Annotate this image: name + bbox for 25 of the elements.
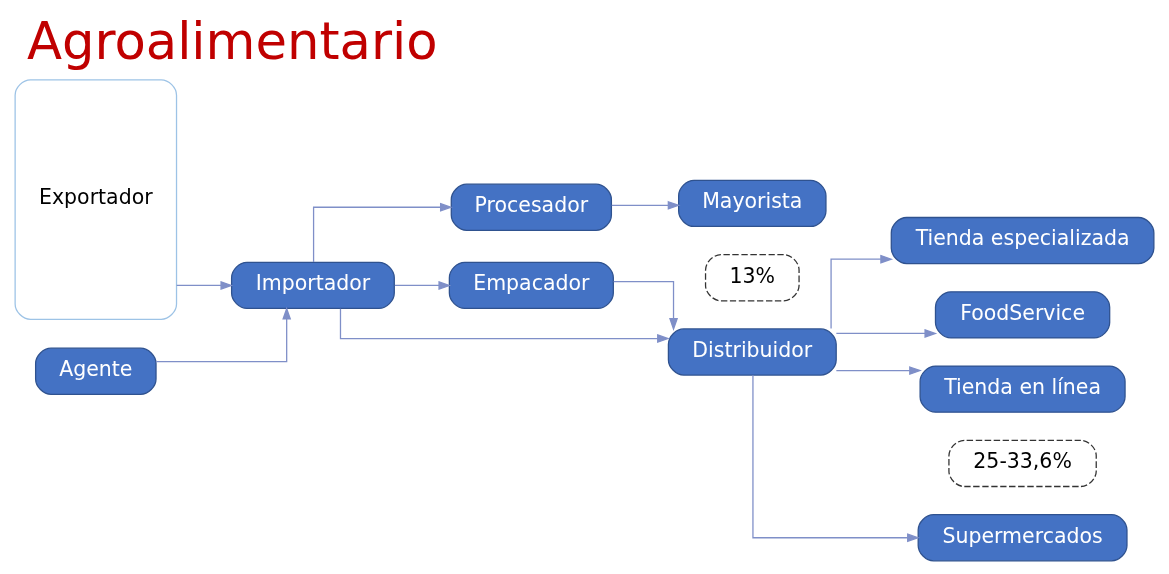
node-box: Empacador xyxy=(448,261,614,310)
arrow xyxy=(176,280,234,290)
node-box: 13% xyxy=(704,254,800,302)
node-box: Supermercados xyxy=(917,514,1128,562)
arrow xyxy=(155,306,292,363)
arrow xyxy=(394,280,452,290)
node-box: 25-33,6% xyxy=(948,439,1097,488)
arrow xyxy=(752,374,920,543)
diagram-title: Agroalimentario xyxy=(26,11,438,72)
node-box: Importador xyxy=(230,261,395,310)
arrow xyxy=(835,328,938,338)
node-box: Procesador xyxy=(450,183,613,231)
node-box: Tienda especializada xyxy=(890,216,1155,265)
node-box: Agente xyxy=(35,347,157,395)
node-box: Tienda en línea xyxy=(919,365,1126,413)
node-box: Exportador xyxy=(14,79,178,320)
arrow xyxy=(613,280,678,331)
node-box: Distribuidor xyxy=(667,328,837,376)
arrow xyxy=(339,308,670,344)
arrow xyxy=(835,366,922,376)
node-box: FoodService xyxy=(934,291,1111,339)
node-box: Mayorista xyxy=(678,179,827,228)
arrow xyxy=(312,202,453,263)
arrow xyxy=(611,200,681,210)
arrow xyxy=(830,254,894,330)
